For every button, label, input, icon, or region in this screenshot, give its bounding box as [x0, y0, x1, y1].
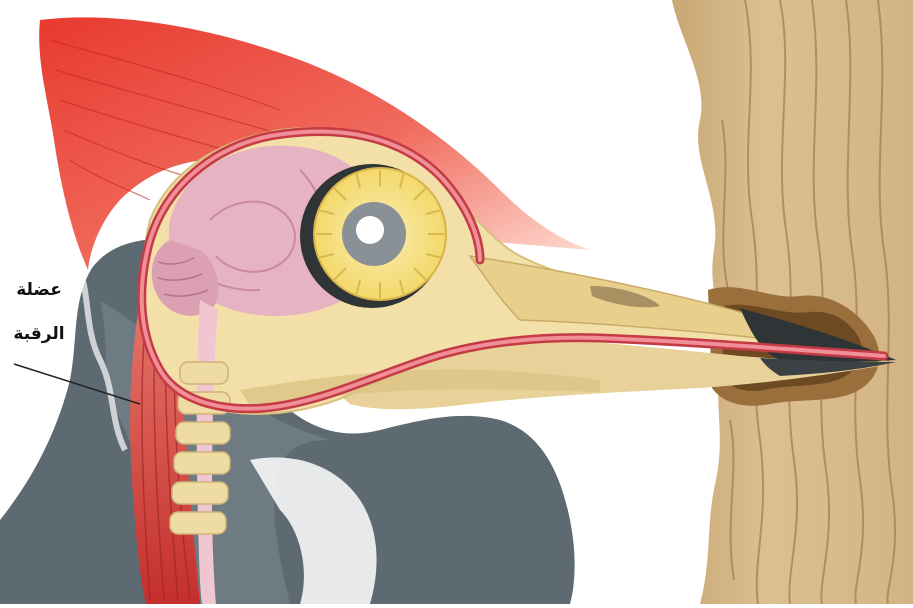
neck-muscle-label-line2: الرقبة — [8, 324, 70, 344]
tree-trunk — [672, 0, 913, 604]
neck-muscle-label-line1: عضلة — [10, 280, 68, 300]
